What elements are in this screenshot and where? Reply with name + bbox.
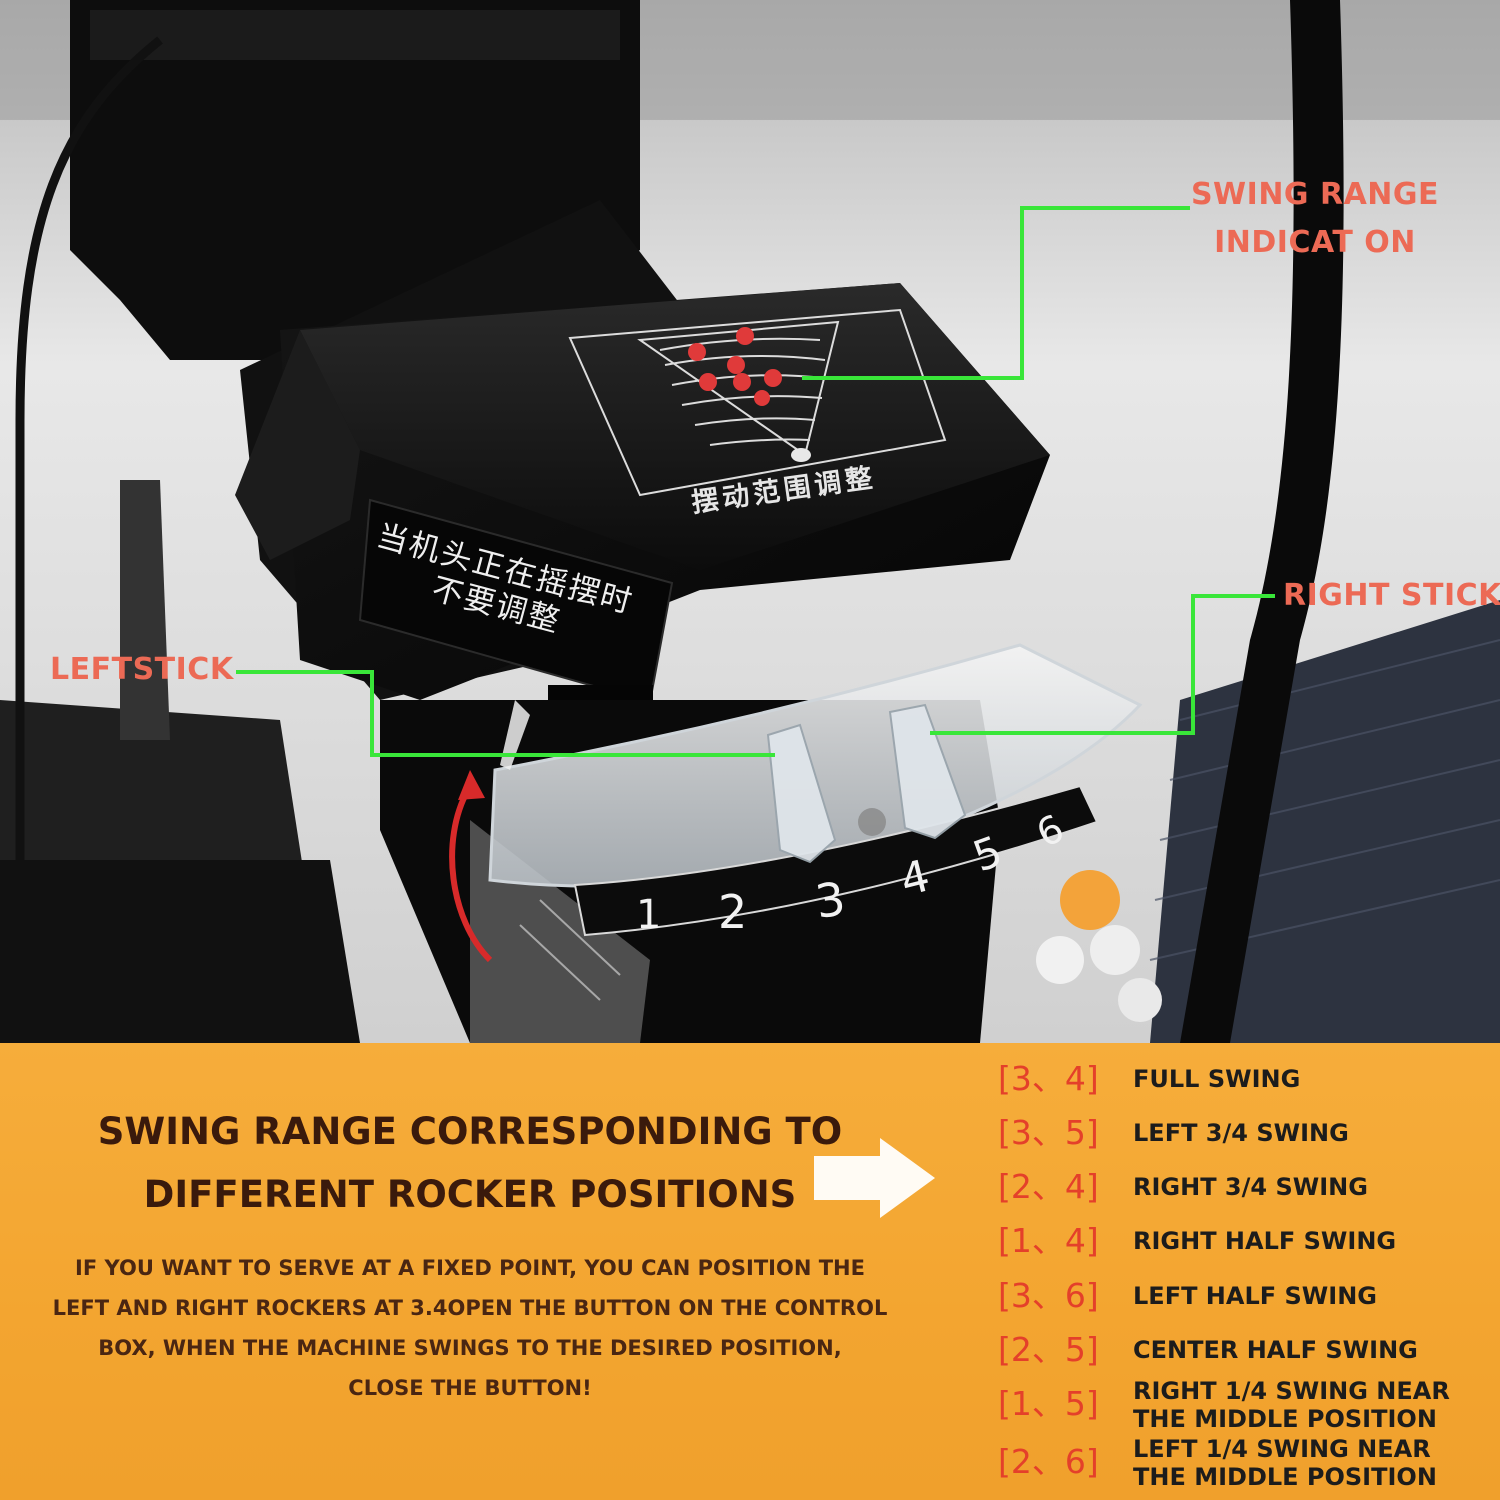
instruction-line: IF YOU WANT TO SERVE AT A FIXED POINT, Y… (75, 1256, 865, 1280)
combination-row: [3、6] LEFT HALF SWING (998, 1269, 1498, 1323)
swing-description-line: RIGHT 1/4 SWING NEAR (1133, 1377, 1450, 1405)
swing-description: LEFT 1/4 SWING NEAR THE MIDDLE POSITION (1133, 1435, 1498, 1491)
rocker-positions: [2、4] (998, 1167, 1099, 1206)
product-photo: 摆动范围调整 当机头正在摇摆时 不要调整 1 2 3 4 5 6 (0, 0, 1500, 1043)
rocker-positions: [2、6] (998, 1442, 1099, 1481)
rocker-positions: [2、5] (998, 1330, 1099, 1369)
combination-row: [2、4] RIGHT 3/4 SWING (998, 1160, 1498, 1214)
scale-number: 2 (718, 885, 747, 939)
rocker-positions: [3、6] (998, 1276, 1099, 1315)
callout-line: INDICAT ON (1214, 225, 1416, 260)
combination-row: [3、5] LEFT 3/4 SWING (998, 1106, 1498, 1160)
combination-row: [2、5] CENTER HALF SWING (998, 1323, 1498, 1377)
callout-line: SWING RANGE (1190, 177, 1440, 212)
rocker-positions: [3、5] (998, 1113, 1099, 1152)
swing-description: RIGHT 3/4 SWING (1133, 1173, 1368, 1201)
swing-description-line: LEFT 1/4 SWING NEAR (1133, 1435, 1431, 1463)
info-panel (0, 1043, 1500, 1500)
headline-line: SWING RANGE CORRESPONDING TO (97, 1110, 843, 1153)
arrow-right-icon (814, 1138, 935, 1218)
scale-number: 1 (636, 892, 661, 938)
combination-row: [2、6] LEFT 1/4 SWING NEAR THE MIDDLE POS… (998, 1435, 1498, 1491)
instruction-line: LEFT AND RIGHT ROCKERS AT 3.4OPEN THE BU… (52, 1296, 888, 1320)
rocker-positions: [3、4] (998, 1059, 1099, 1098)
swing-description: RIGHT HALF SWING (1133, 1227, 1397, 1255)
swing-description: FULL SWING (1133, 1065, 1301, 1093)
swing-description: LEFT 3/4 SWING (1133, 1119, 1349, 1147)
instructions-text: IF YOU WANT TO SERVE AT A FIXED POINT, Y… (20, 1248, 920, 1408)
rocker-positions: [1、4] (998, 1221, 1099, 1260)
swing-range-indication-label: SWING RANGE INDICAT ON (1190, 171, 1440, 267)
combination-row: [1、5] RIGHT 1/4 SWING NEAR THE MIDDLE PO… (998, 1377, 1498, 1433)
swing-description-line: THE MIDDLE POSITION (1133, 1463, 1437, 1491)
combination-row: [1、4] RIGHT HALF SWING (998, 1214, 1498, 1268)
right-stick-label: RIGHT STICK (1283, 578, 1500, 613)
swing-description: RIGHT 1/4 SWING NEAR THE MIDDLE POSITION (1133, 1377, 1498, 1433)
headline-line: DIFFERENT ROCKER POSITIONS (143, 1173, 797, 1216)
swing-description-line: THE MIDDLE POSITION (1133, 1405, 1437, 1433)
swing-description: LEFT HALF SWING (1133, 1282, 1377, 1310)
rocker-positions: [1、5] (998, 1384, 1099, 1423)
left-stick-label: LEFTSTICK (50, 652, 234, 687)
combination-row: [3、4] FULL SWING (998, 1052, 1498, 1106)
swing-description: CENTER HALF SWING (1133, 1336, 1418, 1364)
instruction-line: BOX, WHEN THE MACHINE SWINGS TO THE DESI… (98, 1336, 842, 1360)
headline: SWING RANGE CORRESPONDING TO DIFFERENT R… (40, 1100, 900, 1226)
rocker-combination-list: [3、4] FULL SWING [3、5] LEFT 3/4 SWING [2… (998, 1052, 1498, 1500)
instruction-line: CLOSE THE BUTTON! (348, 1376, 592, 1400)
